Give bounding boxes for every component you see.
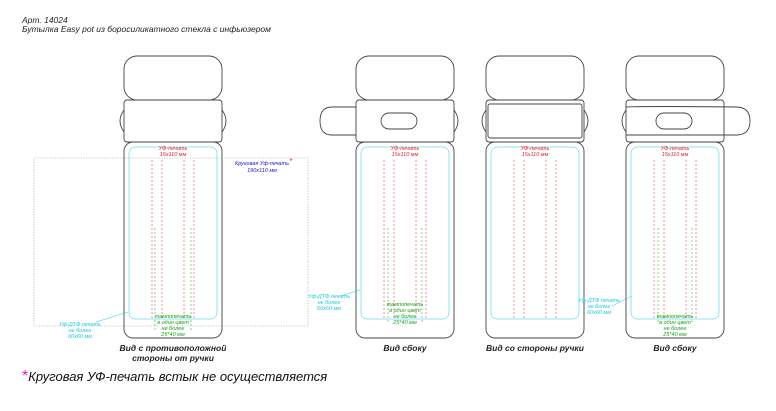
- pad-print-line: 25*40 мм: [662, 332, 687, 338]
- dtf-line: не более: [69, 328, 92, 334]
- dtf-line: Уф-ДТФ печать: [58, 322, 101, 328]
- pad-print-line: в один цвет: [659, 320, 691, 326]
- bottle-lid: [485, 55, 585, 101]
- uv-label: УФ-печать: [390, 146, 420, 152]
- view-opposite: [95, 55, 227, 339]
- handle-stub-left: [481, 109, 487, 133]
- dtf-line: не более: [318, 300, 341, 306]
- caption-line: Вид с противоположной: [119, 343, 227, 353]
- pad-print-line: тампопечать: [657, 314, 694, 320]
- handle-stub-right: [583, 109, 589, 133]
- handle-stub-left: [621, 109, 627, 133]
- caption-view-opposite: Вид с противоположной стороны от ручки: [118, 343, 228, 363]
- caption-view-side-left: Вид сбоку: [383, 343, 427, 353]
- bottle-collar: [123, 99, 223, 143]
- pad-print-line: в один цвет: [389, 308, 421, 314]
- view-handle-side: [481, 55, 589, 339]
- pad-print-line: не более: [664, 326, 687, 332]
- bottle-handle: [625, 106, 751, 136]
- uv-label: УФ-печать: [158, 146, 188, 152]
- dtf-line: 60х60 мм: [587, 310, 611, 316]
- bottle-lid: [625, 55, 725, 101]
- bottle-body: [355, 141, 455, 339]
- uv-label: УФ-печать: [660, 146, 690, 152]
- dtf-line: не более: [588, 304, 611, 310]
- handle-stub-left: [119, 109, 125, 133]
- pad-print-line: 25*40 мм: [392, 320, 417, 326]
- handle-front: [487, 103, 583, 139]
- uv-size: 15х110 мм: [662, 152, 689, 158]
- round-uv-star: *: [289, 157, 292, 166]
- round-uv-size: 190х110 мм: [247, 168, 277, 174]
- dtf-line: Уф-ДТФ печать: [577, 298, 620, 304]
- inner-panel: [128, 146, 218, 320]
- dtf-line: 60х60 мм: [68, 334, 92, 340]
- footnote-text: Круговая УФ-печать встык не осуществляет…: [28, 369, 328, 384]
- bottle-body: [123, 141, 223, 339]
- uv-size: 15х110 мм: [522, 152, 549, 158]
- bottle-body: [625, 141, 725, 339]
- handle-stub-right: [453, 109, 459, 133]
- pad-print-line: не более: [394, 314, 417, 320]
- pad-print-line: тампопечать: [155, 314, 192, 320]
- uv-size: 15х110 мм: [392, 152, 419, 158]
- round-print-area: [33, 157, 309, 327]
- bottle-body: [485, 141, 585, 339]
- round-uv-title: Круговая Уф-печать: [235, 161, 289, 167]
- caption-view-handle-side: Вид со стороны ручки: [486, 343, 584, 353]
- uv-label: УФ-печать: [520, 146, 550, 152]
- footnote-star: *: [22, 368, 29, 385]
- handle-stub-right: [221, 109, 227, 133]
- pad-print-line: 25*40 мм: [160, 332, 185, 338]
- uv-size: 15х110 мм: [160, 152, 187, 158]
- bottle-collar: [485, 99, 585, 143]
- dtf-line: Уф-ДТФ печать: [307, 294, 350, 300]
- bottle-lid: [355, 55, 455, 101]
- bottle-handle: [319, 106, 356, 136]
- view-side-right: [611, 55, 751, 339]
- footnote: *Круговая УФ-печать встык не осуществляе…: [22, 368, 327, 386]
- pad-print-line: в один цвет: [157, 320, 189, 326]
- pad-print-line: не более: [162, 326, 185, 332]
- handle-slot: [380, 112, 418, 130]
- handle-slot: [655, 112, 693, 130]
- inner-panel: [360, 146, 450, 320]
- view-side-left: [319, 55, 459, 339]
- dtf-line: 60х60 мм: [317, 306, 341, 312]
- caption-view-side-right: Вид сбоку: [653, 343, 697, 353]
- article-number: Арт. 14024: [22, 15, 68, 25]
- inner-panel: [490, 146, 580, 320]
- caption-line: стороны от ручки: [132, 353, 214, 363]
- product-title: Бутылка Easy pot из боросиликатного стек…: [22, 24, 271, 34]
- pad-print-line: тампопечать: [387, 302, 424, 308]
- bottle-lid: [123, 55, 223, 101]
- inner-panel: [630, 146, 720, 320]
- bottle-collar: [355, 99, 455, 143]
